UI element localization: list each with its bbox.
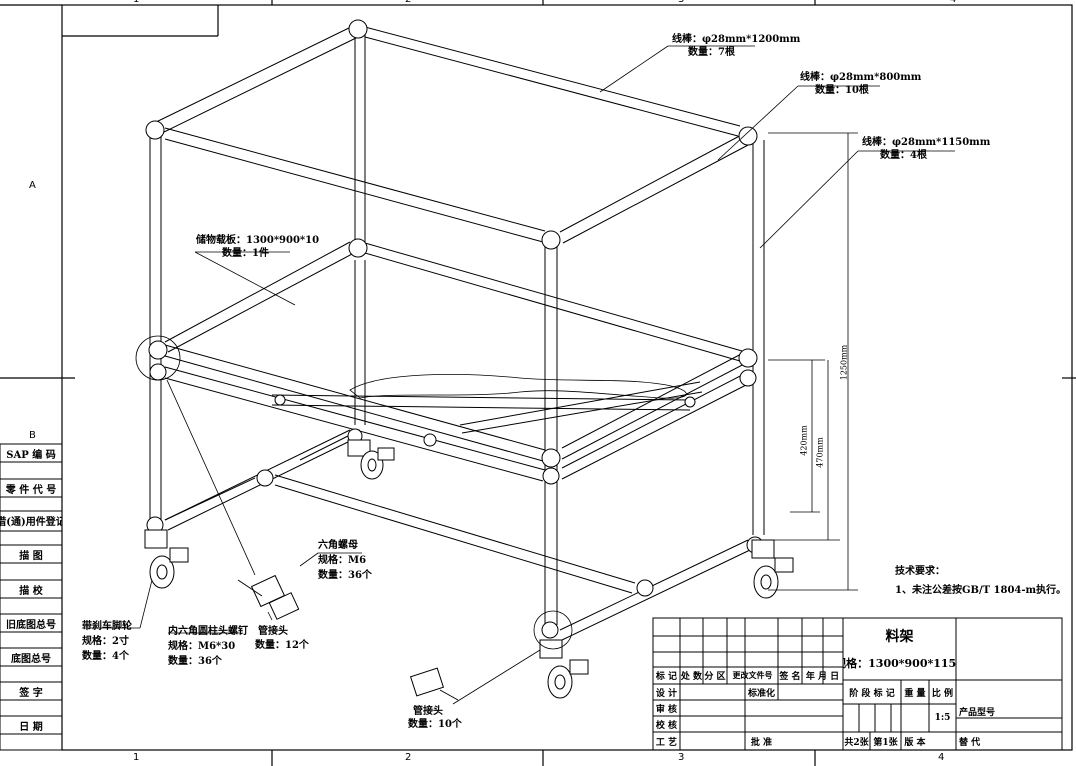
zone-bottom-1: 1 bbox=[133, 752, 140, 763]
frame-tubes bbox=[149, 24, 765, 641]
old-drawing-no-label: 旧底图总号 bbox=[6, 619, 56, 631]
zone-top-2: 2 bbox=[405, 0, 411, 5]
zone-left-a: A bbox=[29, 180, 36, 191]
sap-code-label: SAP 编 码 bbox=[6, 449, 56, 461]
caster-name: 带刹车脚轮 bbox=[82, 621, 132, 632]
caster-qty: 数量：4个 bbox=[82, 651, 129, 662]
dim-lower-a: 420mm bbox=[799, 425, 809, 456]
scale-header: 比 例 bbox=[931, 688, 954, 699]
drawing-no-label: 底图总号 bbox=[11, 653, 51, 665]
sheet-total: 共2张 bbox=[844, 737, 869, 748]
zone-top-4: 4 bbox=[950, 0, 956, 5]
hex-nut-qty: 数量：36个 bbox=[318, 570, 372, 581]
pipe-joint-a-name: 管接头 bbox=[258, 626, 288, 637]
rod-800-qty: 数量：10根 bbox=[815, 85, 869, 96]
title-block-grid bbox=[652, 617, 1063, 751]
stage-mark-header: 阶 段 标 记 bbox=[849, 688, 895, 699]
socket-bolt-name: 内六角圆柱头螺钉 bbox=[168, 626, 248, 637]
zone-left-b: B bbox=[29, 430, 36, 441]
scale-value: 1:5 bbox=[934, 713, 951, 723]
part-spec: 规格：1300*900*1150 bbox=[843, 657, 956, 670]
role-process: 工 艺 bbox=[655, 737, 678, 748]
replace-label: 替 代 bbox=[959, 737, 981, 748]
rev-header-zone: 分 区 bbox=[704, 672, 726, 682]
notes-title: 技术要求： bbox=[895, 566, 945, 577]
borrowed-part-label: 借(通)用件登记 bbox=[0, 516, 62, 528]
rod-1150-spec: 线棒：φ28mm*1150mm bbox=[862, 137, 991, 148]
zone-bottom-2: 2 bbox=[405, 752, 412, 763]
dim-total-height: 1250mm bbox=[839, 344, 849, 381]
hex-nut-spec: 规格：M6 bbox=[318, 555, 367, 566]
weight-header: 重 量 bbox=[904, 688, 926, 699]
socket-bolt-qty: 数量：36个 bbox=[168, 656, 222, 667]
signature-label: 签 字 bbox=[19, 687, 43, 699]
rev-header-count: 处 数 bbox=[680, 672, 703, 682]
part-name: 料架 bbox=[885, 629, 914, 645]
rod-800-spec: 线棒：φ28mm*800mm bbox=[800, 72, 922, 83]
exploded-parts bbox=[237, 574, 459, 701]
rev-header-mark: 标 记 bbox=[655, 672, 678, 682]
tracing-check-label: 描 校 bbox=[19, 585, 43, 597]
tracing-label: 描 图 bbox=[19, 550, 43, 562]
board-qty: 数量：1件 bbox=[222, 248, 269, 259]
detail-circles bbox=[135, 335, 573, 650]
rev-header-doc: 更改文件号 bbox=[732, 670, 773, 680]
pipe-joint-b-name: 管接头 bbox=[413, 706, 443, 717]
date-label: 日 期 bbox=[19, 721, 43, 733]
rod-1200-qty: 数量：7根 bbox=[688, 47, 735, 58]
cable-loop bbox=[349, 374, 687, 399]
rev-header-sign: 签 名 bbox=[779, 672, 801, 682]
socket-bolt-spec: 规格：M6*30 bbox=[168, 641, 236, 652]
caster-spec: 规格：2寸 bbox=[82, 636, 129, 647]
standardize-label: 标准化 bbox=[747, 688, 775, 699]
dimension-lines bbox=[768, 132, 858, 591]
board-spec: 储物载板：1300*900*10 bbox=[196, 235, 320, 246]
role-check: 校 核 bbox=[655, 720, 678, 731]
notes-item-1: 1、未注公差按GB/T 1804-m执行。 bbox=[895, 585, 1067, 596]
leader-lines bbox=[82, 45, 955, 705]
hex-nut-name: 六角螺母 bbox=[318, 540, 358, 551]
role-review: 审 核 bbox=[655, 704, 678, 715]
dim-lower-b: 470mm bbox=[815, 437, 825, 468]
part-code-label: 零 件 代 号 bbox=[5, 484, 57, 496]
approve-label: 批 准 bbox=[750, 737, 773, 748]
rod-1150-qty: 数量：4根 bbox=[880, 150, 927, 161]
pipe-joints bbox=[145, 19, 764, 639]
rev-header-date: 年 月 日 bbox=[805, 672, 840, 682]
zone-bottom-3: 3 bbox=[678, 752, 685, 763]
pipe-joint-b-qty: 数量：10个 bbox=[408, 719, 462, 730]
zone-top-1: 1 bbox=[133, 0, 139, 5]
role-design: 设 计 bbox=[655, 688, 678, 699]
rod-1200-spec: 线棒：φ28mm*1200mm bbox=[672, 34, 801, 45]
product-model-label: 产品型号 bbox=[959, 707, 996, 718]
left-block-grid bbox=[0, 443, 63, 751]
casters bbox=[144, 439, 794, 699]
sheet-number: 第1张 bbox=[873, 737, 898, 748]
zone-bottom-4: 4 bbox=[938, 752, 945, 763]
version-label: 版 本 bbox=[904, 737, 926, 748]
zone-top-3: 3 bbox=[678, 0, 684, 5]
pipe-joint-a-qty: 数量：12个 bbox=[255, 640, 309, 651]
